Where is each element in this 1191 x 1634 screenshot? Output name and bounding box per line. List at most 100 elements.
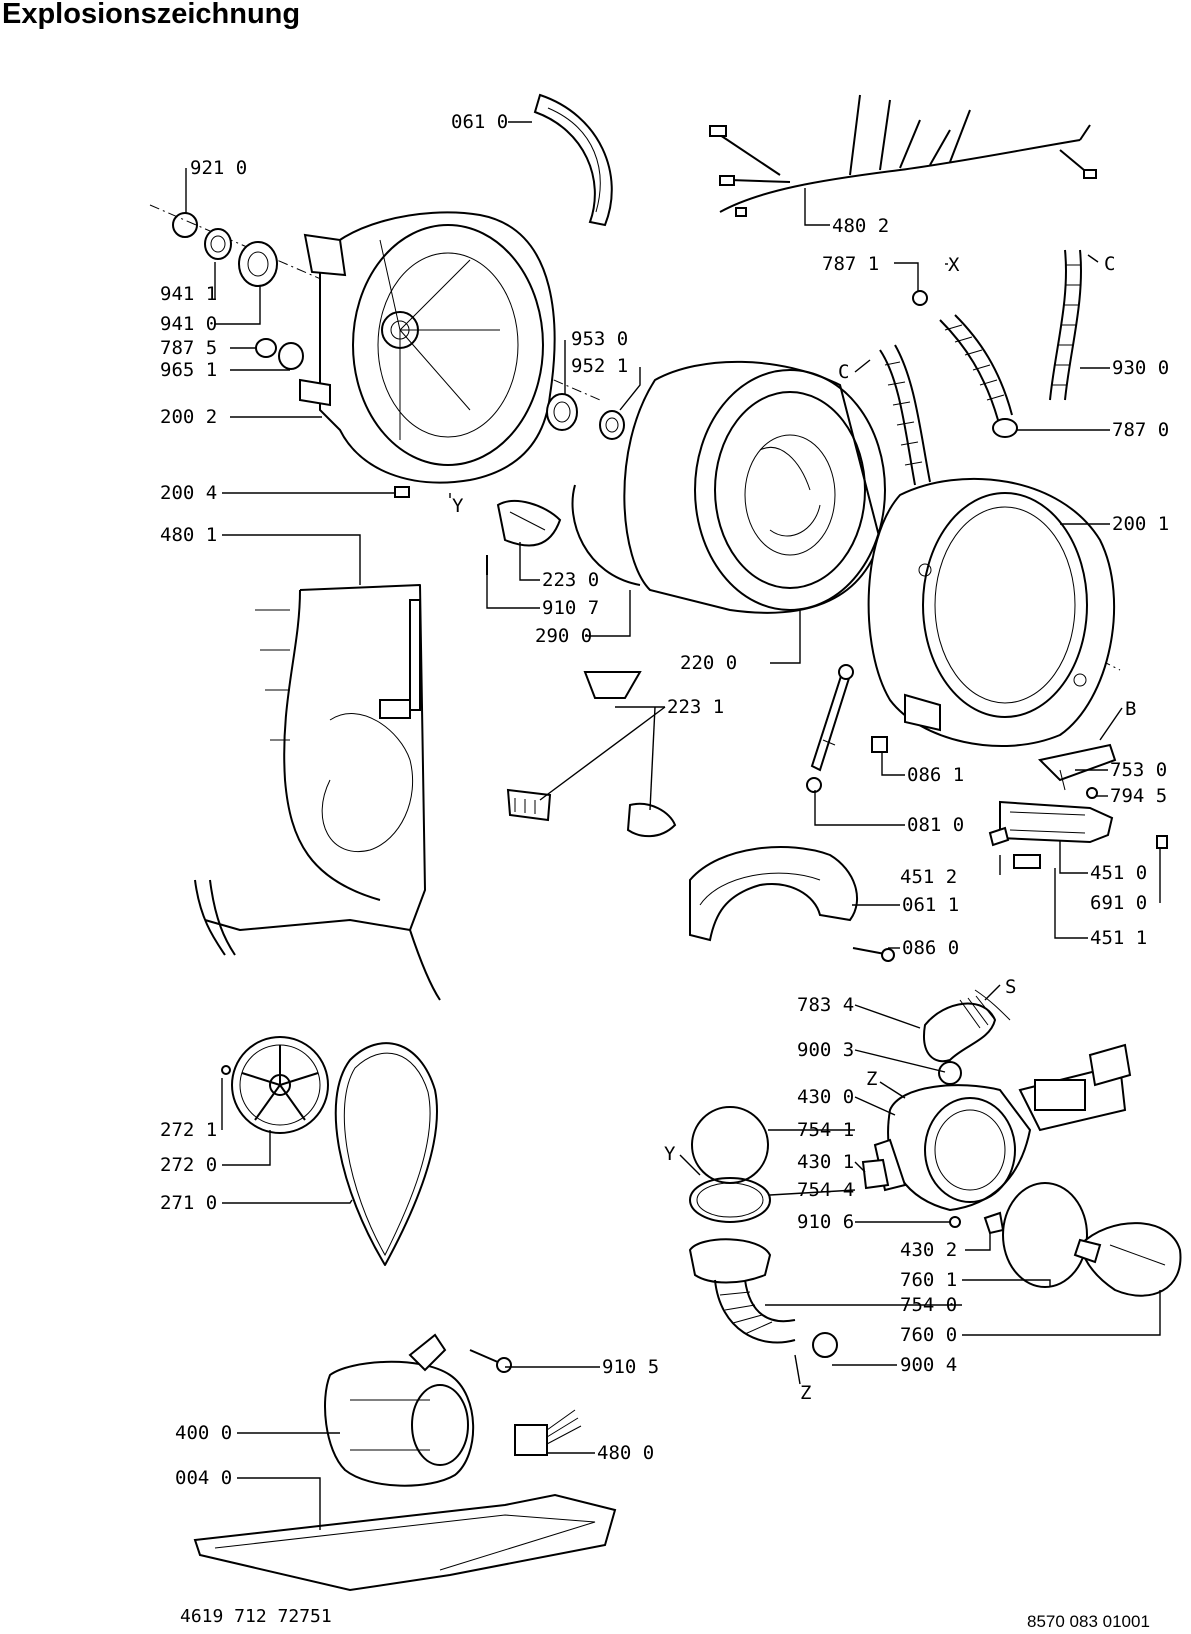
callout-480-1: 480 1 [160,524,217,546]
drum-bar-part [571,484,641,586]
callout-272-0: 272 0 [160,1154,217,1176]
spring-clip-part [871,736,888,753]
marker-x: X [948,254,960,276]
callout-223-0: 223 0 [542,569,599,591]
callout-086-1: 086 1 [907,764,964,786]
callout-451-1: 451 1 [1090,927,1147,949]
pump-clip-part [983,1211,1005,1235]
sump-hose-part [923,989,1011,1063]
marker-b: B [1125,698,1136,720]
pump-drain-hose-part [688,1238,838,1358]
shock-absorber-part [806,664,854,793]
callout-451-0: 451 0 [1090,862,1147,884]
callout-910-7: 910 7 [542,597,599,619]
main-wiring-harness-part [194,584,441,1001]
ntc-sensor-part [1037,743,1117,799]
callout-223-1: 223 1 [667,696,724,718]
callout-081-0: 081 0 [907,814,964,836]
callout-220-0: 220 0 [680,652,737,674]
callout-760-1: 760 1 [900,1269,957,1291]
callout-272-1: 272 1 [160,1119,217,1141]
part-callouts: 061 0 921 0 480 2 941 1 941 0 787 5 965 … [160,111,1169,1489]
drive-belt-part [334,1042,438,1266]
motor-bolt-part [469,1349,512,1373]
marker-y-filter: Y [664,1143,676,1165]
callout-200-4: 200 4 [160,482,217,504]
bellows-hose-part [912,290,1018,438]
callout-754-4: 754 4 [797,1179,854,1201]
callout-921-0: 921 0 [190,157,247,179]
drum-part [623,360,886,614]
callout-753-0: 753 0 [1110,759,1167,781]
vent-hose-part [879,344,931,486]
heater-part [999,800,1114,844]
callout-061-1: 061 1 [902,894,959,916]
callout-787-0: 787 0 [1112,419,1169,441]
sealing-plug-part [861,1158,890,1190]
callout-086-0: 086 0 [902,937,959,959]
marker-leaders [449,254,1123,1385]
marker-c-drain: C [1104,253,1115,275]
callout-941-1: 941 1 [160,283,217,305]
document-code: 8570 083 01001 [1027,1612,1150,1631]
callout-900-3: 900 3 [797,1039,854,1061]
callout-200-2: 200 2 [160,406,217,428]
callout-430-0: 430 0 [797,1086,854,1108]
callout-004-0: 004 0 [175,1467,232,1489]
front-tub-part [867,477,1116,747]
marker-z-hose: Z [800,1382,811,1404]
callout-271-0: 271 0 [160,1192,217,1214]
callout-953-0: 953 0 [571,328,628,350]
leader-lines [185,121,1161,1530]
upper-counterweight-part [533,93,613,227]
paddle-set-part [506,671,677,838]
pump-housing-part [873,1043,1132,1212]
callout-290-0: 290 0 [535,625,592,647]
rear-bearings-parts [172,212,304,370]
drawing-number: 4619 712 72751 [180,1606,332,1627]
callout-200-1: 200 1 [1112,513,1169,535]
base-plate-part [193,1493,617,1592]
callout-910-6: 910 6 [797,1211,854,1233]
marker-z-pump: Z [866,1068,877,1090]
pump-cover-part [691,1106,769,1184]
pump-screw-part [949,1216,961,1228]
gasket-ring-part [1002,1182,1088,1288]
motor-connector-part [514,1409,582,1456]
callout-430-2: 430 2 [900,1239,957,1261]
filter-ring-part [689,1177,771,1223]
callout-691-0: 691 0 [1090,892,1147,914]
callout-900-4: 900 4 [900,1354,957,1376]
callout-783-4: 783 4 [797,994,854,1016]
pulley-part [221,1036,329,1134]
heater-screws-parts [988,826,1168,869]
filter-part [1073,1222,1182,1297]
marker-c-vent: C [838,361,849,383]
callout-430-1: 430 1 [797,1151,854,1173]
callout-754-1: 754 1 [797,1119,854,1141]
drum-paddle-part [496,500,562,547]
hose-clamp-part [938,1061,962,1085]
callout-794-5: 794 5 [1110,785,1167,807]
rear-tub-part [299,211,556,498]
drum-seals-parts [546,393,625,440]
callout-451-2: 451 2 [900,866,957,888]
callout-754-0: 754 0 [900,1294,957,1316]
page-title: Explosionszeichnung [2,0,301,30]
callout-787-5: 787 5 [160,337,217,359]
callout-480-0: 480 0 [597,1442,654,1464]
callout-930-0: 930 0 [1112,357,1169,379]
callout-910-5: 910 5 [602,1356,659,1378]
marker-s: S [1005,976,1016,998]
top-wiring-harness-part [709,94,1097,217]
drain-hose-part [1049,249,1082,401]
marker-y-tub: Y [452,495,464,517]
callout-061-0: 061 0 [451,111,508,133]
callout-400-0: 400 0 [175,1422,232,1444]
callout-760-0: 760 0 [900,1324,957,1346]
lower-counterweight-part [689,846,895,962]
callout-787-1: 787 1 [822,253,879,275]
connection-markers: Y X C C B S Z Y Z [452,253,1136,1404]
motor-part [324,1333,475,1487]
